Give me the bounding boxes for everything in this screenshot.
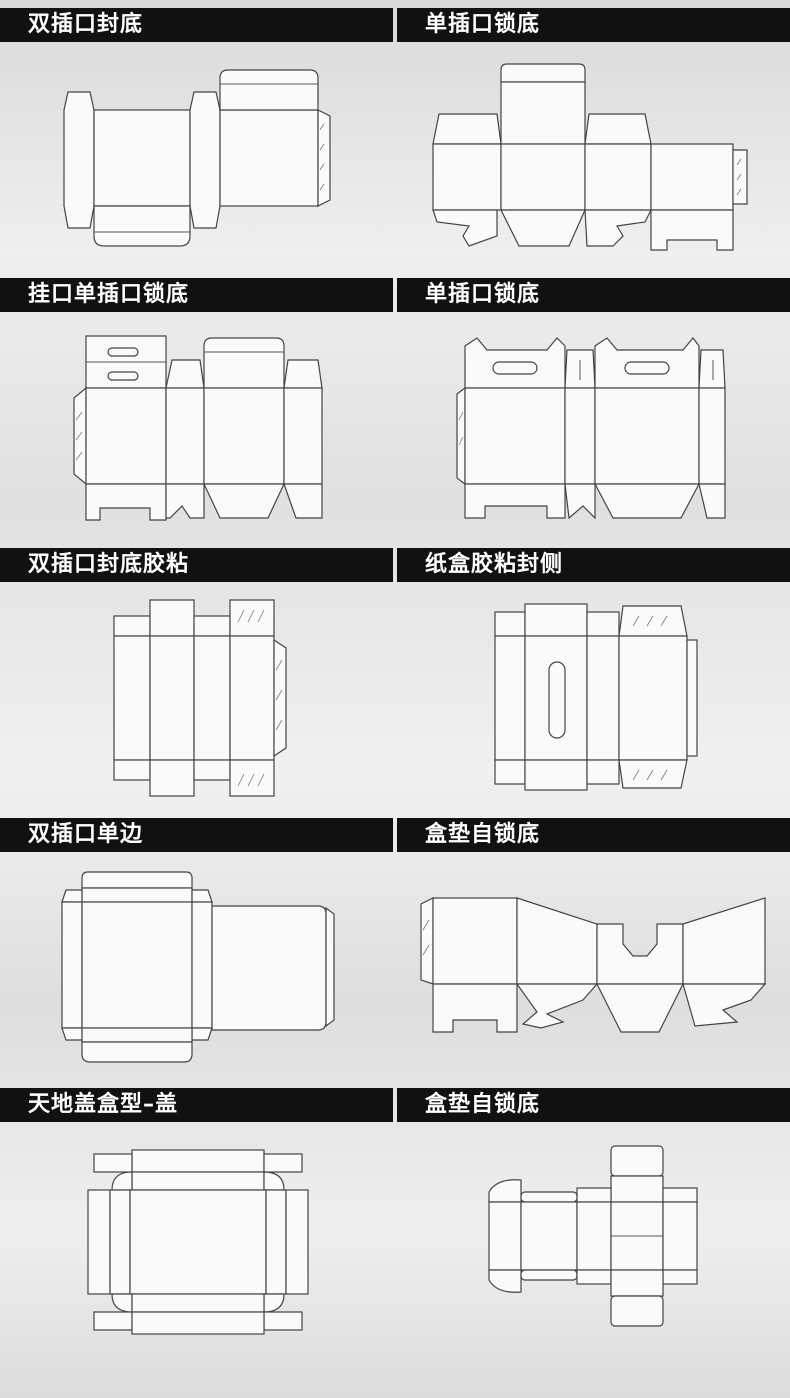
- panel-title: 盒垫自锁底: [397, 818, 790, 852]
- panel-title: 双插口封底胶粘: [0, 548, 393, 582]
- panel-title: 双插口封底: [0, 8, 393, 42]
- dieline-diagram: [61, 871, 335, 1063]
- panel-title: 挂口单插口锁底: [0, 278, 393, 312]
- panel-title: 单插口锁底: [397, 278, 790, 312]
- panel-title: 纸盒胶粘封侧: [397, 548, 790, 582]
- panel-carton-glued-side: 纸盒胶粘封侧: [397, 540, 790, 810]
- panel-single-tuck-lock-bottom: 单插口锁底: [397, 0, 790, 270]
- dieline-diagram: [73, 335, 323, 521]
- dieline-diagram: [432, 63, 748, 251]
- dieline-diagram: [494, 603, 698, 791]
- dieline-diagram: [488, 1145, 698, 1327]
- panel-lid-and-base-box-lid: 天地盖盒型–盖: [0, 1080, 393, 1350]
- dieline-diagram: [63, 69, 331, 247]
- panel-hang-tab-single-tuck-lock-bottom: 挂口单插口锁底: [0, 270, 393, 540]
- panel-box-pad-self-lock-bottom-b: 盒垫自锁底: [397, 1080, 790, 1350]
- panel-title: 天地盖盒型–盖: [0, 1088, 393, 1122]
- panel-title: 双插口单边: [0, 818, 393, 852]
- panel-double-tuck-glued-bottom: 双插口封底胶粘: [0, 540, 393, 810]
- panel-title: 单插口锁底: [397, 8, 790, 42]
- panel-box-pad-self-lock-bottom-a: 盒垫自锁底: [397, 810, 790, 1080]
- dieline-diagram: [113, 599, 287, 797]
- dieline-diagram: [420, 897, 767, 1033]
- panel-title: 盒垫自锁底: [397, 1088, 790, 1122]
- panel-double-tuck-sealed-bottom: 双插口封底: [0, 0, 393, 270]
- panel-double-tuck-single-side: 双插口单边: [0, 810, 393, 1080]
- dieline-diagram: [456, 337, 726, 520]
- panel-single-tuck-lock-bottom-handle: 单插口锁底: [397, 270, 790, 540]
- dieline-diagram: [87, 1149, 309, 1335]
